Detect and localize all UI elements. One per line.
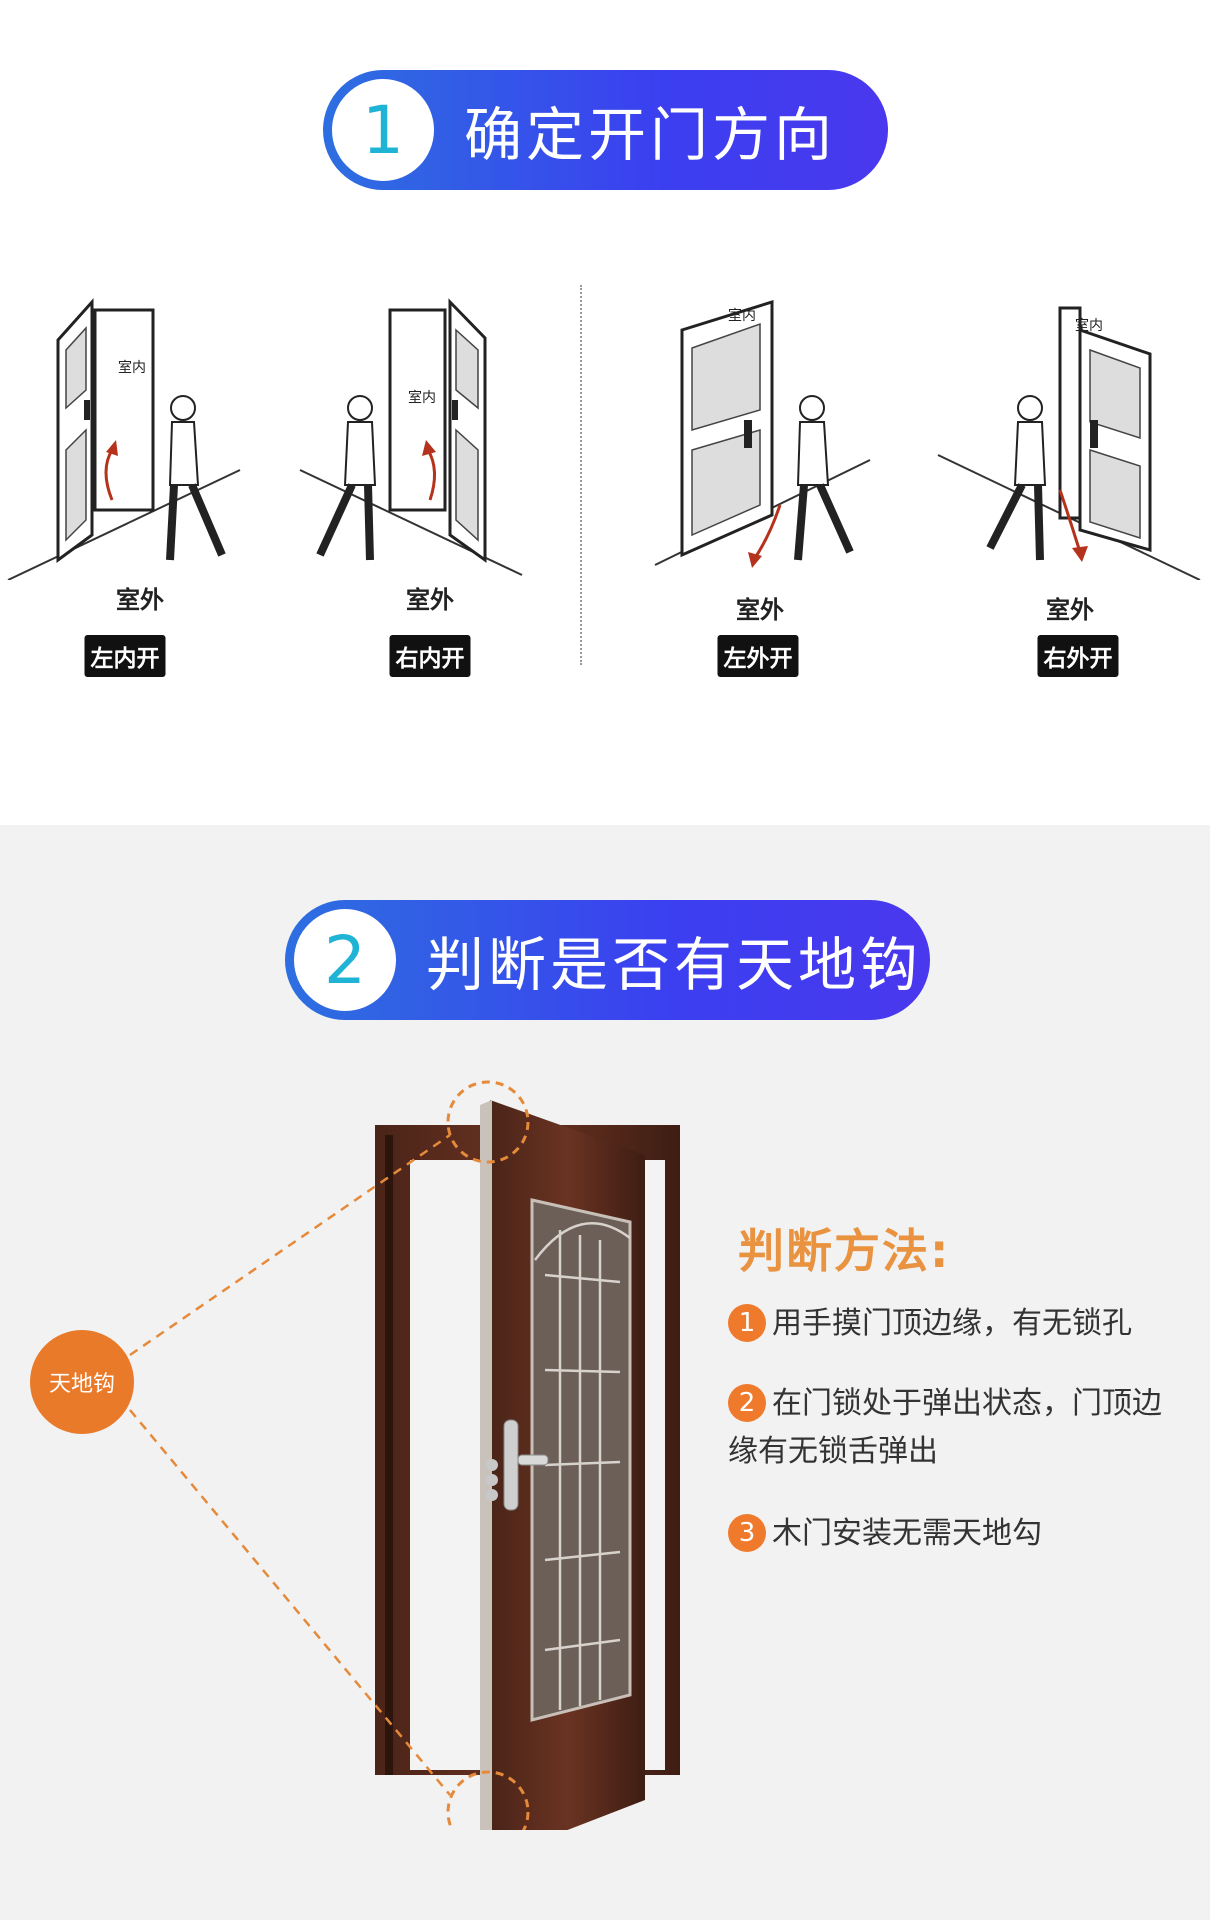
door-option-left-in: 室内 室外 左内开 [0, 290, 280, 680]
door3-indoor-text: 室内 [728, 307, 756, 324]
door-left-out-illustration: 室内 [654, 299, 871, 568]
section2-number: 2 [294, 909, 396, 1011]
section2-header: 2 判断是否有天地钩 [285, 900, 930, 1020]
door3-outdoor-label: 室外 [736, 596, 784, 624]
door4-direction-label: 右外开 [1037, 635, 1119, 677]
security-door-image [375, 1080, 680, 1830]
door-option-right-in: 室内 室外 右内开 [290, 290, 570, 680]
section2-title: 判断是否有天地钩 [426, 931, 923, 999]
method-2-text: 在门锁处于弹出状态，门顶边缘有无锁舌弹出 [728, 1386, 1162, 1469]
door4-indoor-text: 室内 [1075, 317, 1103, 334]
door2-direction-label: 右内开 [389, 635, 471, 677]
section1-number: 1 [332, 79, 434, 181]
section1-title: 确定开门方向 [464, 101, 837, 169]
door2-indoor-text: 室内 [408, 389, 436, 406]
section1-header: 1 确定开门方向 [323, 70, 888, 190]
door2-outdoor-label: 室外 [406, 586, 454, 614]
method-1-number: 1 [728, 1304, 766, 1342]
divider-line [580, 285, 582, 665]
door-right-out-illustration: 室内 [937, 306, 1201, 580]
method-1-text: 用手摸门顶边缘，有无锁孔 [772, 1306, 1132, 1341]
hook-badge: 天地钩 [30, 1330, 134, 1434]
door-option-left-out: 室内 室外 左外开 [620, 290, 900, 680]
door3-direction-label: 左外开 [717, 635, 799, 677]
door4-outdoor-label: 室外 [1046, 596, 1094, 624]
door-left-in-illustration: 室内 [7, 298, 241, 580]
door-option-right-out: 室内 室外 右外开 [930, 290, 1210, 680]
method-3-text: 木门安装无需天地勾 [772, 1516, 1042, 1551]
method-3-number: 3 [728, 1514, 766, 1552]
method-2-number: 2 [728, 1384, 766, 1422]
door-right-in-illustration: 室内 [299, 298, 523, 576]
door1-direction-label: 左内开 [84, 635, 166, 677]
method-title: 判断方法: [738, 1224, 951, 1278]
door1-outdoor-label: 室外 [116, 586, 164, 614]
door1-indoor-text: 室内 [118, 359, 146, 376]
